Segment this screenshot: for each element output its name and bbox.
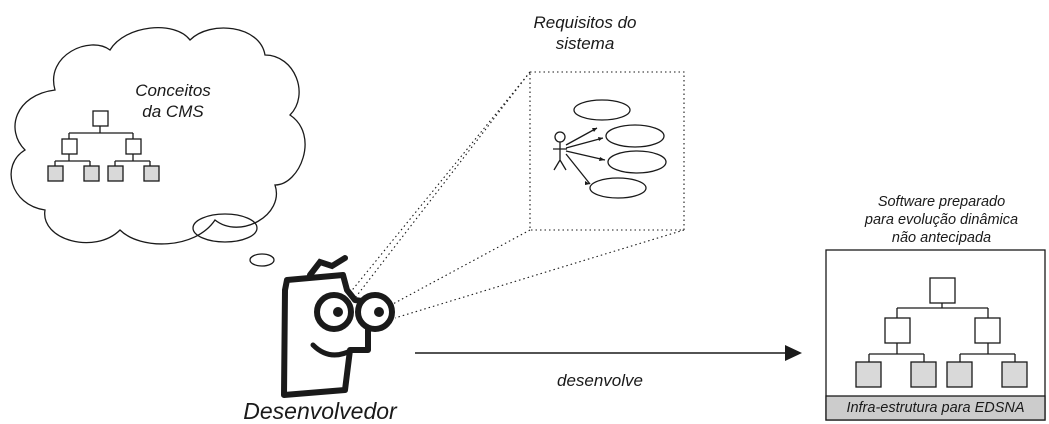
software-title: Software preparado para evolução dinâmic… [849,193,1034,247]
thought-bubble-large [192,213,258,243]
use-case-2 [605,124,665,148]
developer-label: Desenvolvedor [243,398,397,424]
requirements-title-line1: Requisitos do [533,13,637,32]
arrow-label: desenvolve [556,371,643,390]
infrastructure-label: Infra-estrutura para EDSNA [846,400,1025,416]
requirements-title-line2: sistema [555,34,615,53]
use-case-1 [573,99,631,121]
requirements-panel [339,71,685,319]
use-case-4 [589,177,647,199]
use-case-3 [607,150,667,174]
software-box [825,249,1046,421]
software-title-line3: não antecipada [891,230,992,246]
software-title-line1: Software preparado [877,194,1006,210]
actor-association-arrows [565,127,606,185]
cloud-title-line2: da CMS [142,102,204,121]
thought-bubble-small [249,253,275,267]
cloud-title: Conceitos da CMS [118,80,228,122]
requirements-title: Requisitos do sistema [510,12,660,54]
cloud-title-line1: Conceitos [135,81,211,100]
infrastructure-bar [825,395,1046,421]
develops-arrow [415,345,802,361]
software-title-line2: para evolução dinâmica [864,212,1019,228]
developer-character-icon [281,255,395,398]
actor-stick-figure-icon [553,131,567,171]
software-tree [855,277,1028,388]
cms-concepts-tree [47,110,160,182]
concepts-cloud [10,27,306,267]
